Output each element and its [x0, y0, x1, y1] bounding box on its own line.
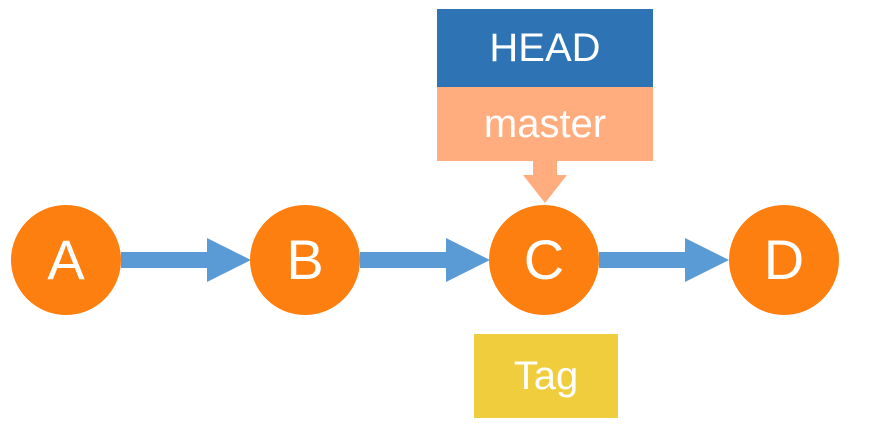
- arrow-a-to-b: [121, 238, 251, 282]
- commit-label-b: B: [286, 228, 324, 291]
- tag-ref-label: Tag: [513, 353, 579, 398]
- commit-node-c: C: [489, 205, 599, 315]
- head-ref-box: HEAD: [437, 9, 653, 87]
- commit-node-d: D: [729, 205, 839, 315]
- arrow-b-to-c: [360, 238, 490, 282]
- tag-ref-box: Tag: [474, 334, 618, 418]
- branch-pointer-arrow: [523, 161, 567, 203]
- arrow-c-to-d: [599, 238, 729, 282]
- commit-label-a: A: [47, 228, 85, 291]
- branch-ref-label: master: [483, 101, 607, 146]
- branch-ref-box: master: [437, 87, 653, 161]
- commit-node-a: A: [11, 205, 121, 315]
- head-ref-label: HEAD: [489, 25, 601, 70]
- commit-label-c: C: [523, 228, 565, 291]
- commit-node-b: B: [250, 205, 360, 315]
- commit-label-d: D: [763, 228, 805, 291]
